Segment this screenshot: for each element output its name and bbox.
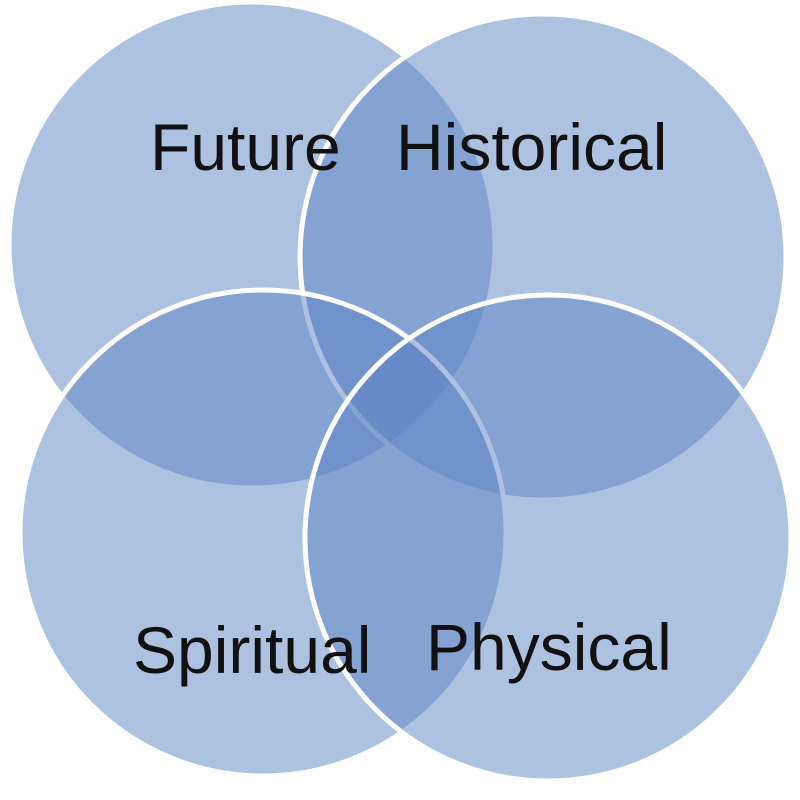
venn-labels: Future Historical Spiritual Physical xyxy=(133,110,672,687)
circle-physical xyxy=(302,292,794,784)
label-future: Future xyxy=(150,110,341,184)
label-spiritual: Spiritual xyxy=(133,613,371,687)
label-physical: Physical xyxy=(426,610,672,684)
venn-circles xyxy=(6,0,794,784)
label-historical: Historical xyxy=(396,110,667,184)
